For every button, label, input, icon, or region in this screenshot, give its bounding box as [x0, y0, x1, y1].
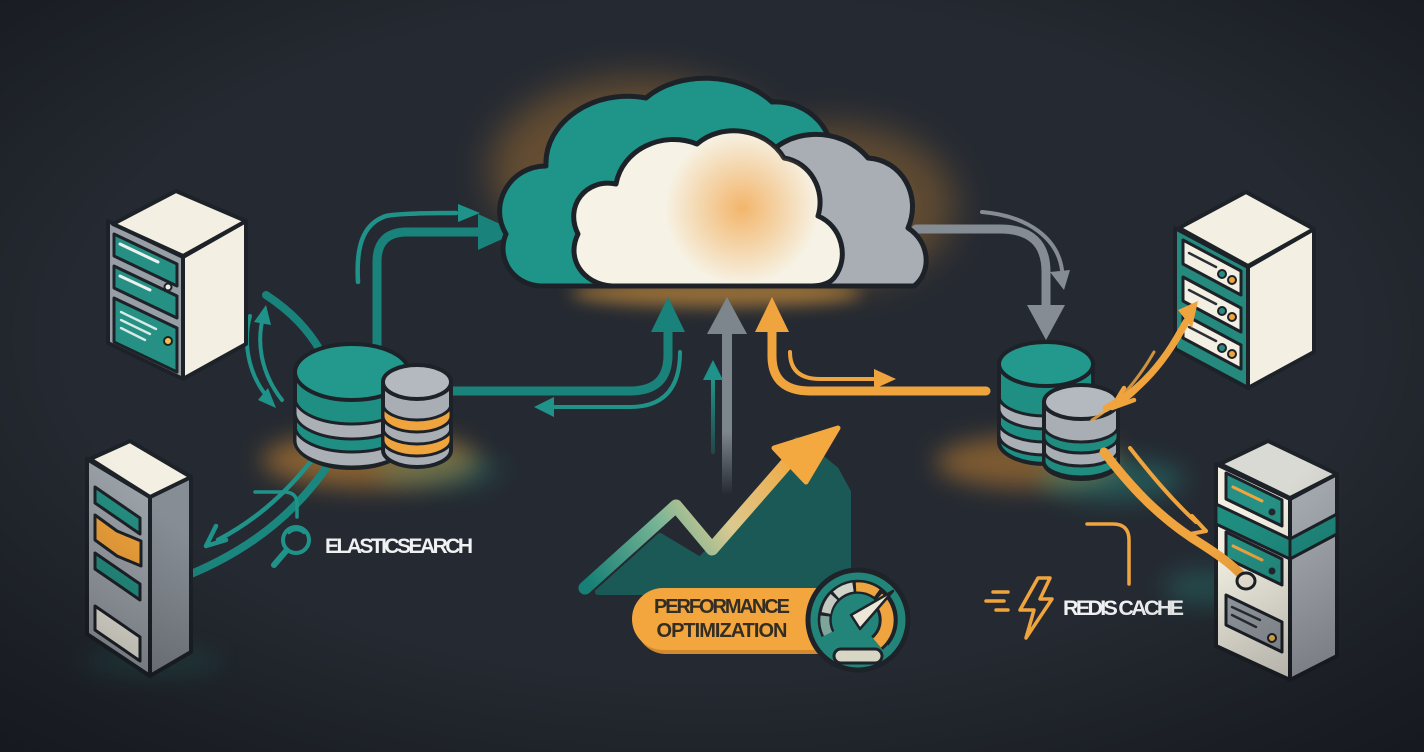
illustration-canvas: PERFORMANCE OPTIMIZATION ELASTICSEARCH R… — [0, 0, 1424, 752]
vignette — [0, 0, 1424, 752]
architecture-illustration: PERFORMANCE OPTIMIZATION ELASTICSEARCH R… — [0, 0, 1424, 752]
